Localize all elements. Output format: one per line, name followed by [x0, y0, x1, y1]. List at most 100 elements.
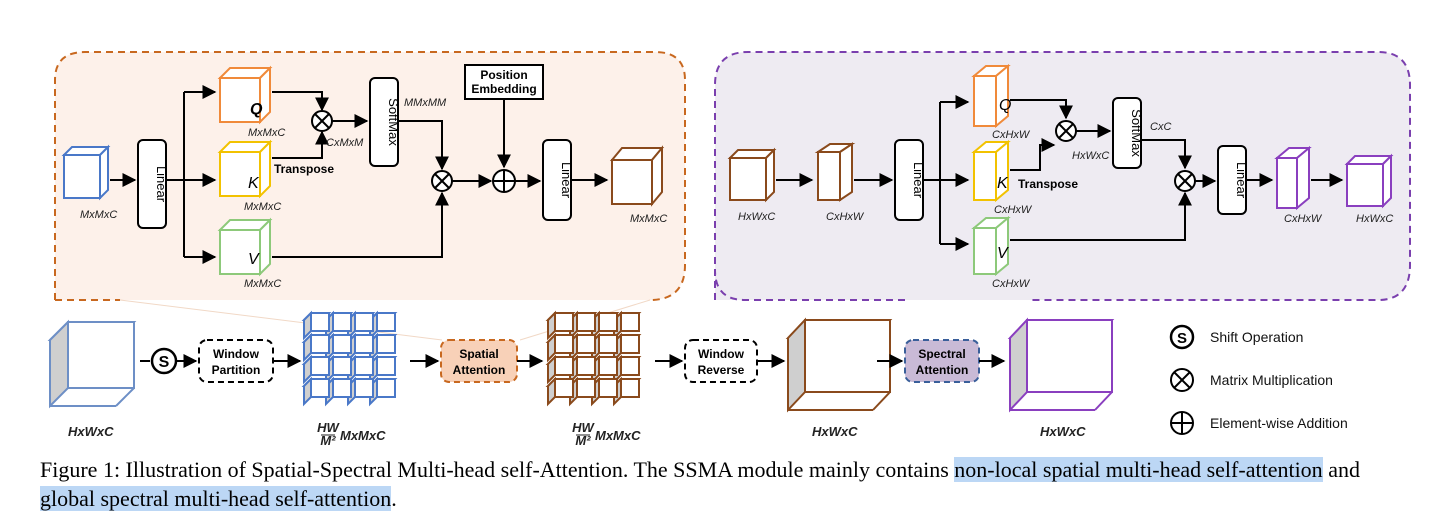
spectral-k-dim: CxHxW: [994, 204, 1033, 216]
window-cube: [545, 354, 576, 385]
window-partition-line2: Partition: [212, 363, 261, 377]
spectral-reshaped-dim: CxHxW: [826, 211, 865, 223]
windows-frac-num-2: HW: [572, 420, 595, 435]
spatial-input-cube: [61, 144, 111, 201]
spatial-input-dim: MxMxC: [80, 209, 117, 221]
legend-matmul-icon: [1170, 368, 1194, 392]
spectral-out1-cube: [1274, 145, 1312, 211]
spectral-softmax-label: SoftMax: [1129, 109, 1144, 157]
spatial-v-dim: MxMxC: [244, 278, 281, 290]
windows-dim-text-1: MxMxC: [340, 428, 386, 443]
window-reverse-line2: Reverse: [698, 363, 745, 377]
spatial-linear-out-label: Linear: [559, 162, 574, 199]
spatial-attention-line1: Spatial: [459, 347, 498, 361]
spectral-matmul-2: [1174, 170, 1196, 192]
spatial-linear-label: Linear: [154, 166, 169, 203]
window-cube: [301, 310, 332, 341]
spectral-v-cube: [971, 215, 1011, 277]
caption-prefix: Figure 1: Illustration of Spatial-Spectr…: [40, 457, 955, 482]
figure-caption: Figure 1: Illustration of Spatial-Spectr…: [40, 455, 1400, 513]
legend-shift-symbol: S: [1177, 330, 1187, 347]
window-cube: [301, 354, 332, 385]
legend-add-icon: [1170, 411, 1194, 435]
windows-dim-1: HW M² MxMxC: [317, 420, 386, 448]
windows-frac-den-1: M²: [320, 433, 336, 448]
spatial-k-letter: K: [248, 175, 260, 192]
windows-grid-blue: [301, 310, 398, 407]
windows-grid-brown: [545, 310, 642, 407]
spatial-add: [492, 169, 516, 193]
spatial-softmax-label: SoftMax: [386, 98, 401, 146]
spectral-matmul-1: [1055, 120, 1077, 142]
output-cube: [1007, 317, 1115, 413]
output-dim: HxWxC: [1040, 424, 1086, 439]
spectral-transpose-label: Transpose: [1018, 177, 1078, 191]
ssma-diagram: MxMxC Linear Q MxMxC K MxMxC: [47, 51, 1411, 448]
window-cube: [545, 332, 576, 363]
spatial-k-dim: MxMxC: [244, 201, 281, 213]
merged-cube: [785, 317, 893, 413]
spatial-attention-line2: Attention: [453, 363, 506, 377]
merged-dim: HxWxC: [812, 424, 858, 439]
window-cube: [567, 376, 598, 407]
legend: S Shift Operation Matrix Multiplication …: [1169, 324, 1348, 435]
spectral-out1-dim: CxHxW: [1284, 213, 1323, 225]
spectral-v-letter: V: [997, 245, 1009, 262]
legend-shift-icon: S: [1169, 324, 1195, 350]
window-cube: [301, 332, 332, 363]
caption-highlight-spectral: global spectral multi-head self-attentio…: [40, 486, 392, 511]
spatial-matmul-1: [311, 110, 333, 132]
window-cube: [545, 310, 576, 341]
spectral-reshaped-cube: [814, 142, 856, 202]
spatial-transpose-label: Transpose: [274, 162, 334, 176]
spectral-softmax-box: [1112, 97, 1142, 169]
spectral-q-letter: Q: [999, 97, 1011, 114]
window-cube: [545, 376, 576, 407]
position-embedding-line2: Embedding: [471, 82, 536, 96]
legend-shift-label: Shift Operation: [1210, 329, 1303, 345]
spatial-q-cube: [217, 65, 273, 125]
spectral-linear-label: Linear: [911, 162, 926, 199]
caption-highlight-spatial: non-local spatial multi-head self-attent…: [954, 457, 1323, 482]
spatial-out-dim: MxMxC: [630, 213, 667, 225]
spectral-attention-line2: Attention: [916, 363, 969, 377]
pipeline-input-dim: HxWxC: [68, 424, 114, 439]
spatial-v-letter: V: [248, 251, 260, 268]
spatial-output-cube: [609, 145, 665, 207]
window-cube: [589, 354, 620, 385]
spectral-input-dim: HxWxC: [738, 211, 775, 223]
spatial-k-cube: [217, 139, 273, 199]
legend-add-label: Element-wise Addition: [1210, 415, 1348, 431]
spatial-q-dim: MxMxC: [248, 127, 285, 139]
spectral-q-dim: CxHxW: [992, 129, 1031, 141]
legend-matmul-label: Matrix Multiplication: [1210, 372, 1333, 388]
spectral-linear-out-label: Linear: [1234, 162, 1249, 199]
spectral-input-cube: [727, 147, 777, 203]
spatial-attn-dim: MMxMM: [404, 97, 447, 109]
spatial-linear-box: [137, 139, 167, 229]
spatial-v-cube: [217, 217, 273, 277]
caption-suffix: .: [391, 486, 397, 511]
shift-operation-icon: S: [150, 347, 178, 375]
position-embedding-box: [464, 64, 544, 100]
spatial-matmul-2: [431, 170, 453, 192]
windows-frac-den-2: M²: [575, 433, 591, 448]
spectral-attention-panel: HxWxC CxHxW Linear Q CxHxW: [714, 51, 1411, 301]
window-cube: [301, 376, 332, 407]
pipeline-input-cube: [47, 319, 137, 409]
spatial-attention-panel: MxMxC Linear Q MxMxC K MxMxC: [54, 51, 686, 341]
spectral-qk-dim: HxWxC: [1072, 150, 1109, 162]
spatial-q-letter: Q: [250, 101, 263, 118]
spectral-out2-dim: HxWxC: [1356, 213, 1393, 225]
spectral-attn-dim: CxC: [1150, 121, 1171, 133]
shift-symbol: S: [159, 354, 170, 371]
spectral-attention-line1: Spectral: [918, 347, 965, 361]
position-embedding-line1: Position: [480, 68, 527, 82]
windows-dim-2: HW M² MxMxC: [572, 420, 641, 448]
pipeline: HxWxC S Window Partition HW M² MxMxC Spa…: [47, 310, 1115, 448]
spectral-k-letter: K: [997, 175, 1009, 192]
window-partition-line1: Window: [213, 347, 260, 361]
caption-mid: and: [1322, 457, 1360, 482]
spectral-k-cube: [971, 139, 1011, 203]
windows-dim-text-2: MxMxC: [595, 428, 641, 443]
